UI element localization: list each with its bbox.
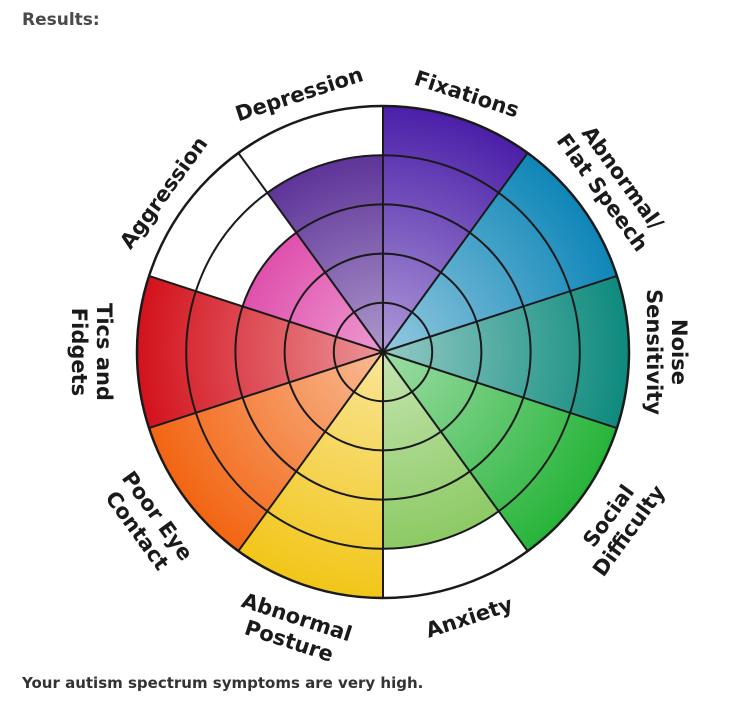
wedge-4 [383,352,499,549]
wedge-layer [136,105,630,598]
wedge-7 [136,275,383,429]
category-label-text: Noise [667,319,691,385]
grid-spoke-7 [148,351,384,429]
grid-spoke-6 [237,351,384,552]
grid-spoke-8 [148,275,384,353]
result-summary: Your autism spectrum symptoms are very h… [22,674,424,692]
wedge-8 [242,232,383,352]
wedge-1 [383,152,617,352]
category-label-text: Sensitivity [642,289,666,415]
wedge-9 [267,155,383,352]
grid-spoke-3 [382,351,618,429]
grid-spoke-1 [382,152,529,353]
category-label-text: Fidgets [67,308,91,396]
grid-spoke-9 [237,152,384,353]
grid-layer [135,104,631,600]
category-label-text: Anxiety [423,592,516,643]
category-label-text: Tics and [92,303,116,401]
wedge-0 [383,105,528,352]
category-label-4: Anxiety [423,592,516,643]
wedge-2 [383,275,630,429]
grid-spoke-2 [382,275,618,353]
wedge-5 [238,352,383,598]
wedge-3 [383,352,617,552]
grid-spoke-4 [382,351,529,552]
wedge-6 [149,352,383,552]
results-heading: Results: [22,10,100,30]
